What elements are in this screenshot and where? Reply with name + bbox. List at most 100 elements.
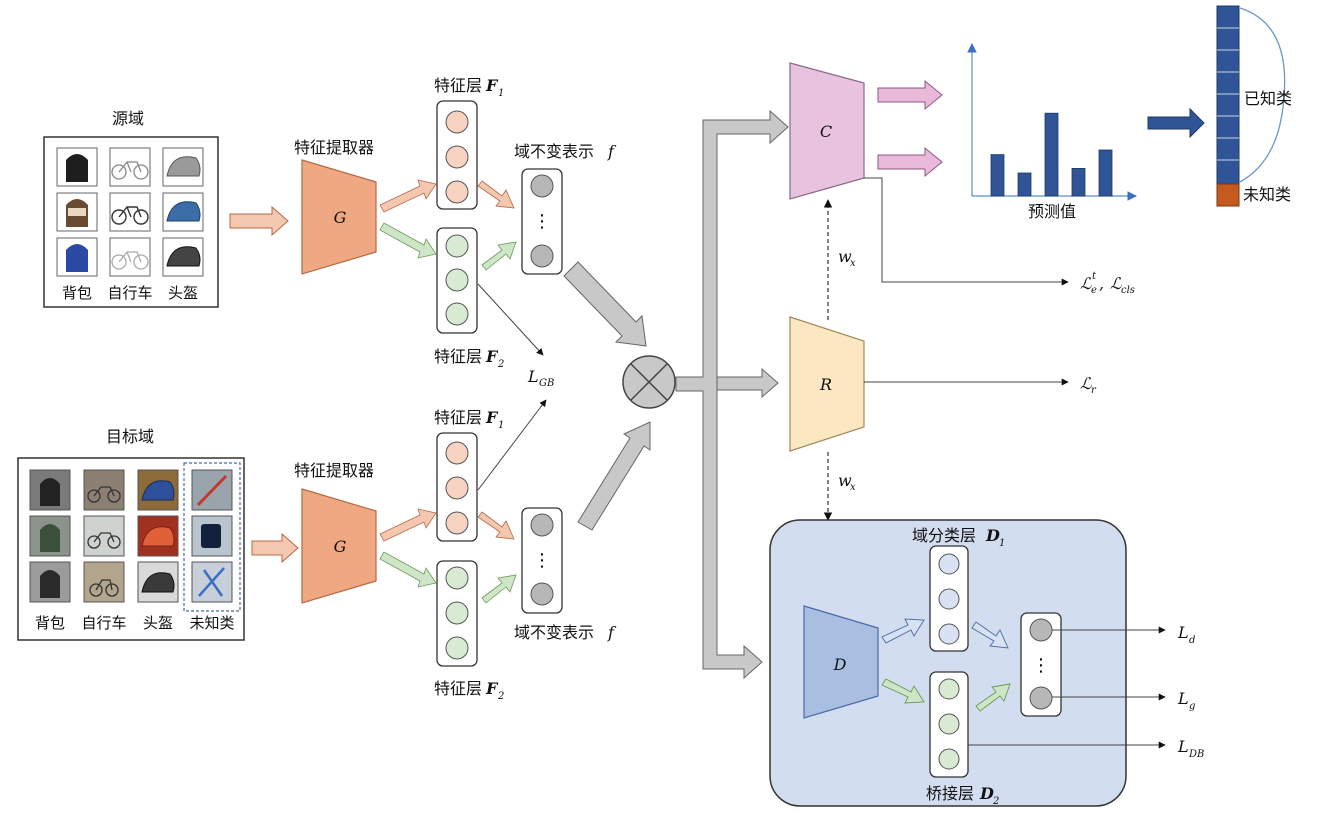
ldb-label: L DB bbox=[1177, 737, 1204, 760]
target-images bbox=[29, 469, 233, 603]
top-f1-node bbox=[445, 180, 469, 204]
backpack-icon bbox=[66, 154, 88, 182]
source-label-bike: 自行车 bbox=[107, 284, 152, 302]
ellipsis-icon: ⋮ bbox=[533, 211, 551, 232]
target-label-unknown: 未知类 bbox=[189, 614, 234, 632]
ellipsis-icon: ⋮ bbox=[533, 550, 551, 571]
backpack-icon bbox=[40, 478, 60, 506]
feature-layer-label: 特征层 bbox=[434, 347, 482, 366]
d1-text: 域分类层 bbox=[912, 526, 976, 545]
bottom-f1-node bbox=[445, 476, 469, 500]
target-title: 目标域 bbox=[106, 427, 154, 446]
pred-bar bbox=[1044, 112, 1059, 197]
bicycle-icon bbox=[89, 579, 119, 597]
source-title: 源域 bbox=[112, 109, 144, 128]
extractor-symbol-bottom: G bbox=[334, 537, 347, 556]
pred-bar bbox=[1098, 149, 1113, 197]
target-image-bike-3 bbox=[83, 561, 125, 603]
c-loss-arrow bbox=[864, 177, 1069, 286]
bottom-f1-node bbox=[445, 511, 469, 535]
source-input-arrow bbox=[229, 205, 289, 237]
d-output-node bbox=[1029, 686, 1053, 710]
d-output-vector bbox=[1020, 612, 1062, 717]
d-to-d2-arrow bbox=[881, 678, 925, 704]
unknown-label: 未知类 bbox=[1243, 185, 1291, 204]
helmet-icon bbox=[166, 246, 201, 267]
feature-layer-label: 特征层 bbox=[434, 679, 482, 698]
f2-symbol: F bbox=[485, 679, 499, 698]
regressor-r bbox=[789, 316, 865, 452]
f1-sub: 1 bbox=[498, 420, 504, 431]
unknown-class-group bbox=[183, 462, 241, 612]
d2-node bbox=[938, 748, 960, 770]
lg-label: L g bbox=[1177, 689, 1195, 712]
domain-invariant-label: 域不变表示 bbox=[514, 623, 594, 642]
trunk-to-r-arrow bbox=[716, 367, 779, 399]
ld-sub: d bbox=[1189, 635, 1195, 646]
helmet-icon bbox=[166, 156, 201, 177]
source-label-backpack: 背包 bbox=[62, 284, 92, 302]
bottom-invariant-label: 域不变表示 f bbox=[514, 623, 617, 642]
d2-sub: 2 bbox=[992, 796, 999, 807]
backpack-icon bbox=[40, 570, 60, 598]
backpack-icon bbox=[66, 244, 88, 272]
wx-symbol: w bbox=[838, 247, 852, 266]
ldb-symbol: L bbox=[1177, 737, 1189, 756]
d1-node bbox=[938, 553, 960, 575]
r-loss-label: ℒ r bbox=[1080, 374, 1097, 396]
target-label-backpack: 背包 bbox=[35, 614, 65, 632]
top-f1-node bbox=[445, 110, 469, 134]
c-output-arrow-2 bbox=[877, 146, 943, 178]
classifier-symbol: C bbox=[820, 122, 832, 141]
top-feature-label-f1: 特征层 F 1 bbox=[434, 76, 504, 99]
target-image-bike-2 bbox=[83, 515, 125, 557]
helmet-icon bbox=[166, 201, 201, 222]
top-to-fusion-arrow bbox=[563, 261, 647, 347]
target-input-arrow bbox=[251, 532, 299, 564]
loss-comma: , bbox=[1099, 274, 1104, 293]
wx-sub: x bbox=[850, 482, 856, 493]
top-f2-node bbox=[445, 234, 469, 258]
source-label-helmet: 头盔 bbox=[168, 284, 198, 302]
known-bracket bbox=[1239, 7, 1286, 183]
invariant-node bbox=[530, 582, 554, 606]
pred-bar bbox=[1017, 172, 1032, 197]
f-symbol: f bbox=[607, 142, 617, 161]
prediction-chart: 预测值 bbox=[967, 43, 1137, 221]
bicycle-icon bbox=[87, 486, 121, 503]
backpack-icon bbox=[40, 524, 60, 552]
top-f1-node bbox=[445, 145, 469, 169]
top-feature-label-f2: 特征层 F 2 bbox=[434, 347, 504, 370]
d1-node bbox=[938, 623, 960, 645]
top-invariant-vector bbox=[521, 168, 563, 275]
f1-symbol: F bbox=[485, 408, 499, 427]
f1-to-f-arrow-top bbox=[477, 180, 515, 209]
f2-sub: 2 bbox=[497, 691, 504, 702]
g-to-f1-arrow-top bbox=[379, 179, 437, 213]
mug-icon bbox=[201, 524, 221, 548]
d2-to-out-arrow bbox=[975, 683, 1011, 712]
discriminator-symbol: D bbox=[833, 655, 847, 674]
d1-node bbox=[938, 588, 960, 610]
f1-to-f-arrow-bottom bbox=[477, 511, 515, 540]
lgb-arrow-top bbox=[477, 283, 544, 356]
bicycle-icon bbox=[111, 206, 149, 225]
bottom-feature-label-f1: 特征层 F 1 bbox=[434, 408, 504, 431]
helmet-icon bbox=[141, 526, 175, 547]
ce-symbol: ℒ bbox=[1080, 274, 1092, 293]
discriminator-panel bbox=[769, 519, 1127, 807]
fusion-operator bbox=[622, 355, 676, 409]
top-f2-node bbox=[445, 302, 469, 326]
invariant-node bbox=[530, 244, 554, 268]
extractor-symbol-top: G bbox=[334, 208, 347, 227]
d1-sub: 1 bbox=[999, 538, 1005, 549]
bottom-invariant-vector bbox=[521, 507, 563, 614]
bicycle-icon bbox=[111, 161, 149, 180]
ellipsis-icon: ⋮ bbox=[1032, 655, 1050, 676]
helmet-icon bbox=[141, 572, 175, 593]
bottom-f2-node bbox=[445, 566, 469, 590]
domain-invariant-label: 域不变表示 bbox=[514, 142, 594, 161]
wx-label-bottom: w x bbox=[838, 471, 856, 493]
d1-symbol: D bbox=[985, 526, 1000, 545]
